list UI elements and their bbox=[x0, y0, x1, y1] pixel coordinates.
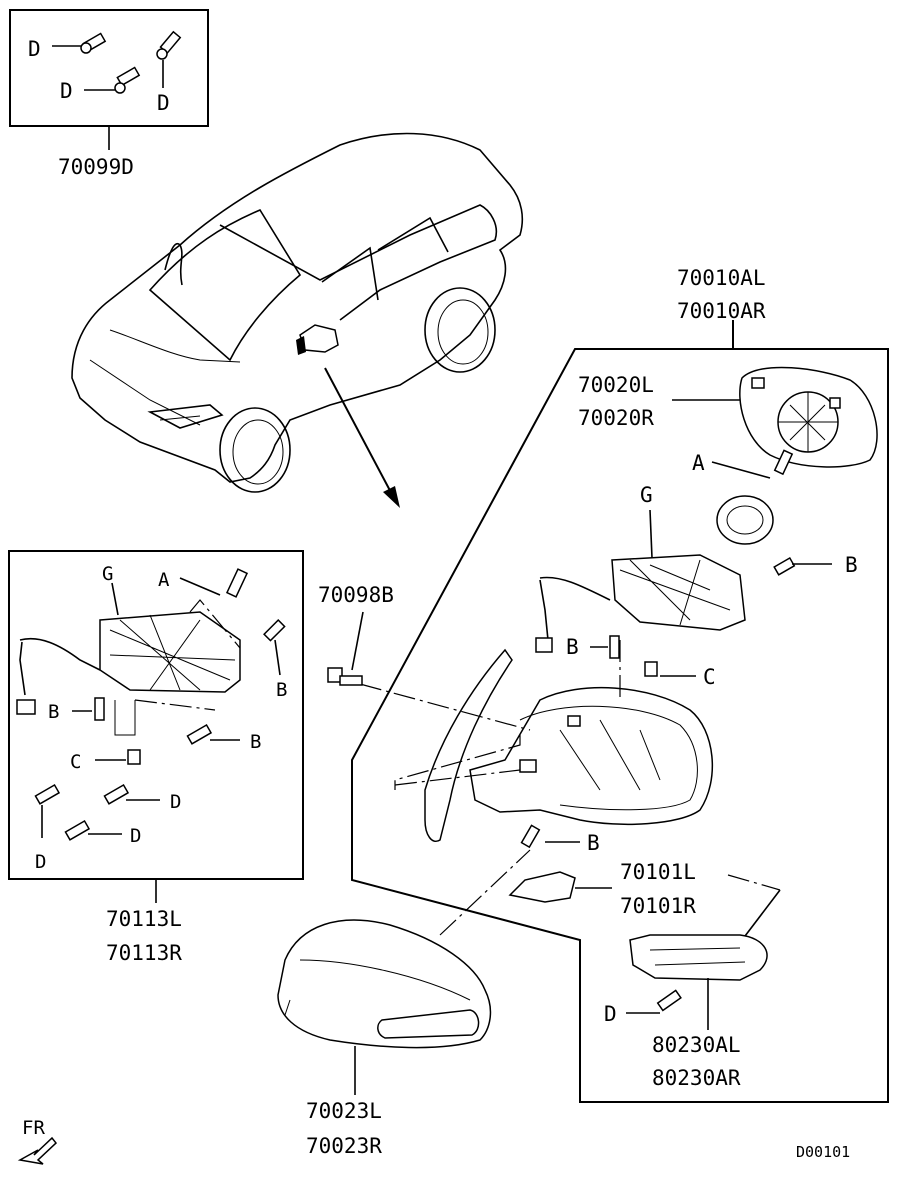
kit-bolt-label-3: D bbox=[157, 91, 170, 115]
kit-bolt-1[interactable] bbox=[52, 32, 107, 54]
mirror-housing[interactable] bbox=[424, 648, 713, 842]
part-number-80230ar[interactable]: 80230AR bbox=[652, 1066, 741, 1090]
part-number-70113r[interactable]: 70113R bbox=[106, 941, 182, 965]
part-number-70020r[interactable]: 70020R bbox=[578, 406, 654, 430]
kit-label-d3: D bbox=[130, 825, 141, 847]
part-number-70101r[interactable]: 70101R bbox=[620, 894, 696, 918]
front-arrow-icon bbox=[17, 1136, 58, 1165]
base-cover[interactable]: B 70101L 70101R bbox=[508, 824, 696, 918]
part-number-70010al[interactable]: 70010AL bbox=[677, 266, 766, 290]
mirror-assembly-frame: 70010AL 70010AR bbox=[351, 266, 889, 1103]
kit-box-frame bbox=[9, 9, 209, 127]
car-mirror-callout[interactable] bbox=[296, 324, 339, 355]
actuator-kit-box: G A B B B C D D D 70113L 70113R bbox=[8, 550, 304, 965]
front-direction-indicator: FR bbox=[17, 1117, 58, 1165]
part-number-70113l[interactable]: 70113L bbox=[106, 907, 182, 931]
part-number-70023l[interactable]: 70023L bbox=[306, 1099, 382, 1123]
part-number-70023r[interactable]: 70023R bbox=[306, 1134, 382, 1158]
glass-screw-label: A bbox=[692, 451, 705, 475]
kit-bolt-2[interactable] bbox=[84, 66, 141, 94]
part-number-80230al[interactable]: 80230AL bbox=[652, 1033, 741, 1057]
assembly-guide-lines bbox=[359, 640, 781, 941]
front-label: FR bbox=[22, 1117, 45, 1139]
kit-bolt-3[interactable] bbox=[156, 30, 182, 88]
vehicle-illustration bbox=[71, 132, 524, 508]
kit-label-d2: D bbox=[170, 791, 181, 813]
actuator-screw-label-c: C bbox=[703, 665, 716, 689]
kit-label-b1: B bbox=[276, 679, 287, 701]
kit-label-b2: B bbox=[48, 701, 59, 723]
part-number-70099d[interactable]: 70099D bbox=[58, 155, 134, 179]
kit-label-c: C bbox=[70, 751, 81, 773]
actuator-motor[interactable]: G B B C bbox=[535, 483, 858, 689]
bolt-70098b[interactable]: 70098B bbox=[318, 583, 394, 686]
mirror-cover[interactable]: 70023L 70023R bbox=[277, 919, 492, 1158]
base-cover-screw-label: B bbox=[587, 831, 600, 855]
kit-bolt-label-2: D bbox=[60, 79, 73, 103]
part-number-70098b[interactable]: 70098B bbox=[318, 583, 394, 607]
actuator-label-g: G bbox=[640, 483, 653, 507]
kit-label-b3: B bbox=[250, 731, 261, 753]
kit-label-d1: D bbox=[35, 851, 46, 873]
kit-bolt-label-1: D bbox=[28, 37, 41, 61]
part-number-70020l[interactable]: 70020L bbox=[578, 373, 654, 397]
part-number-70010ar[interactable]: 70010AR bbox=[677, 299, 766, 323]
kit-label-g: G bbox=[102, 563, 113, 585]
kit-box-70099d: D D D 70099D bbox=[9, 9, 209, 179]
mirror-glass[interactable]: 70020L 70020R A bbox=[578, 366, 878, 479]
actuator-screw-label-b1: B bbox=[845, 553, 858, 577]
drawing-code: D00101 bbox=[796, 1143, 850, 1161]
actuator-screw-label-b2: B bbox=[566, 635, 579, 659]
turn-lamp-screw-label: D bbox=[604, 1002, 617, 1026]
part-number-70101l[interactable]: 70101L bbox=[620, 860, 696, 884]
turn-lamp[interactable]: D 80230AL 80230AR bbox=[604, 934, 768, 1090]
kit-label-a: A bbox=[158, 569, 170, 591]
